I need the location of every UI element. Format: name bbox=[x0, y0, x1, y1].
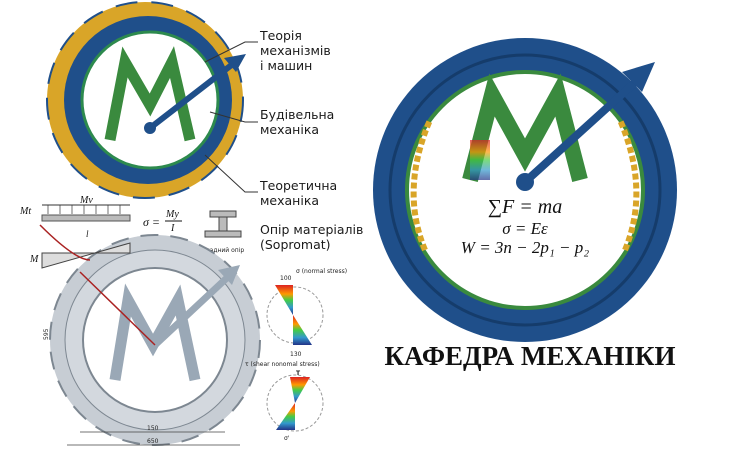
beam-diagram: Mv Mt l M σ = My I bbox=[19, 195, 182, 269]
svg-text:My: My bbox=[165, 209, 179, 220]
svg-text:τ (shear nonomal stress): τ (shear nonomal stress) bbox=[245, 361, 320, 368]
truss-m-icon bbox=[104, 46, 196, 142]
formula-mobility: W = 3n − 2p₁ − p₂ bbox=[461, 238, 589, 257]
svg-text:650: 650 bbox=[147, 438, 159, 445]
svg-text:T: T bbox=[296, 370, 301, 377]
svg-text:Mt: Mt bbox=[19, 206, 31, 217]
svg-text:Mv: Mv bbox=[79, 195, 93, 206]
label-complex-resistance: Складний опір bbox=[198, 247, 244, 254]
label-strength-of-materials: Опір матеріалів(Sopromat) bbox=[260, 222, 363, 252]
formula-hooke: σ = Eε bbox=[502, 219, 548, 238]
svg-text:M: M bbox=[29, 254, 39, 265]
truss-m-icon bbox=[462, 73, 588, 183]
i-beam-icon bbox=[204, 210, 242, 238]
svg-text:130: 130 bbox=[290, 351, 302, 358]
gray-gear-drawing: 150 650 595 bbox=[43, 234, 261, 446]
svg-text:l: l bbox=[86, 229, 89, 239]
wheat-right-icon bbox=[617, 118, 640, 252]
svg-text:100: 100 bbox=[280, 275, 292, 282]
wheat-left-icon bbox=[410, 118, 433, 252]
shear-stress-diagram: τ (shear nonomal stress) T σ' bbox=[245, 361, 324, 442]
formula-newton: ∑F = ma bbox=[488, 196, 562, 218]
leader-lines bbox=[204, 41, 258, 193]
svg-text:150: 150 bbox=[147, 425, 159, 432]
arrow-icon bbox=[148, 57, 240, 131]
sigma-formula-denominator: I bbox=[170, 223, 175, 234]
svg-text:595: 595 bbox=[43, 328, 50, 340]
svg-text:σ (normal stress): σ (normal stress) bbox=[296, 268, 347, 275]
svg-text:σ': σ' bbox=[284, 435, 290, 442]
sigma-formula-lhs: σ = bbox=[143, 215, 160, 229]
arrow-icon bbox=[522, 75, 643, 185]
normal-stress-diagram: σ (normal stress) 100 130 bbox=[266, 268, 347, 358]
main-department-logo: ∑F = ma σ = Eε W = 3n − 2p₁ − p₂ bbox=[373, 38, 677, 342]
top-gear-logo bbox=[46, 1, 246, 199]
department-title: КАФЕДРА МЕХАНІКИ bbox=[384, 341, 675, 371]
